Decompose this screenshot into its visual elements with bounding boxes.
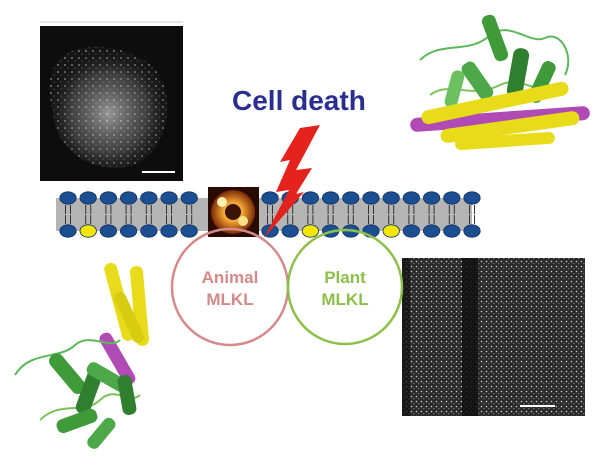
lipid-head [463, 224, 481, 238]
lipid-head [422, 224, 441, 238]
lipid-head [443, 224, 461, 238]
lipid-head [79, 224, 97, 238]
lipid-head [120, 224, 138, 238]
lipid-head [120, 191, 138, 205]
lipid-head [402, 191, 420, 205]
lipid-head [79, 191, 97, 205]
lipid-head [301, 224, 319, 238]
lightning-bolt-icon [264, 125, 320, 238]
plant-mlkl-circle [286, 228, 404, 346]
plant-label-line2: MLKL [321, 290, 368, 309]
lipid-head [402, 224, 420, 238]
plant-label-line1: Plant [324, 268, 366, 287]
lipid-head [443, 191, 461, 205]
protein-structure-top [410, 14, 590, 151]
lipid-head [140, 224, 158, 238]
lipid-head [382, 191, 400, 205]
lipid-head [301, 191, 319, 205]
lipid-head [140, 191, 158, 205]
lipid-head [180, 191, 198, 205]
lipid-head [321, 191, 340, 205]
lipid-membrane [56, 191, 481, 238]
lipid-head [422, 191, 441, 205]
lipid-head [261, 191, 279, 205]
microscopy-image-tissue [402, 258, 585, 416]
animal-mlkl-circle [170, 227, 290, 347]
lipid-head [362, 191, 380, 205]
figure-title: Cell death [232, 85, 366, 116]
lipid-head [99, 224, 118, 238]
lipid-head [160, 224, 178, 238]
animal-label-line2: MLKL [206, 290, 253, 309]
lipid-head [463, 191, 481, 205]
lipid-head [160, 191, 178, 205]
lipid-head [342, 191, 360, 205]
lipid-head [382, 224, 400, 238]
lipid-head [59, 191, 77, 205]
lipid-head [59, 224, 77, 238]
lipid-head [281, 224, 299, 238]
protein-structure-bottom [14, 262, 149, 449]
lipid-head [99, 191, 118, 205]
lipid-head [180, 224, 198, 238]
microscopy-image-cell [40, 21, 183, 181]
animal-label-line1: Animal [202, 268, 259, 287]
